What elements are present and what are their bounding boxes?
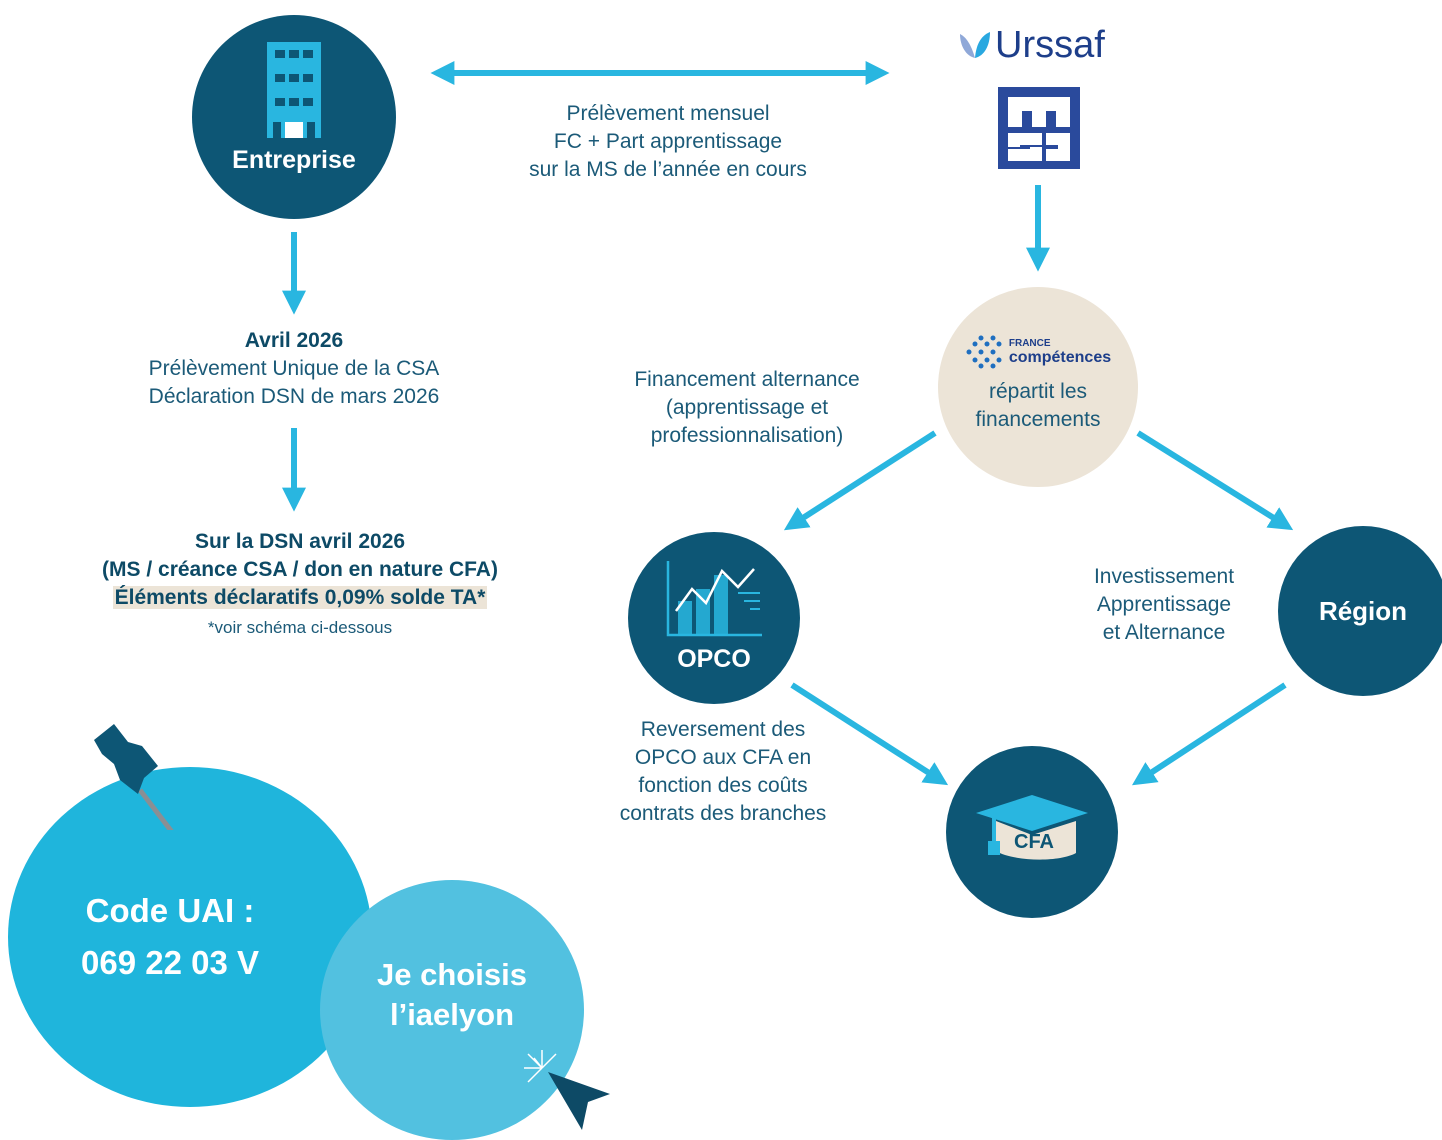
- chart-icon: [666, 560, 762, 636]
- msa-monogram-icon: [1008, 97, 1070, 161]
- avril-title: Avril 2026: [244, 329, 344, 352]
- financement-label: Financement alternance (apprentissage et…: [634, 368, 860, 447]
- arrow-fc-region: [1136, 430, 1294, 531]
- urssaf-wordmark: Urssaf: [995, 24, 1105, 66]
- region-node: Région: [1278, 526, 1442, 696]
- investissement-label: Investissement Apprentissage et Alternan…: [1093, 565, 1235, 644]
- entreprise-label: Entreprise: [232, 145, 356, 174]
- arrow-fc-opco: [783, 430, 937, 531]
- avril-label: Avril 2026 Prélèvement Unique de la CSA …: [94, 327, 494, 411]
- dsn-note: *voir schéma ci-dessous: [207, 618, 393, 637]
- france-text: FRANCE: [1008, 338, 1051, 349]
- dsn-label: Sur la DSN avril 2026 (MS / créance CSA …: [40, 528, 560, 642]
- dsn-highlight: Éléments déclaratifs 0,09% solde TA*: [112, 586, 488, 609]
- entreprise-node: Entreprise: [192, 15, 396, 219]
- graduation-cap-icon: CFA: [972, 791, 1092, 867]
- pushpin-icon: [94, 724, 174, 830]
- opco-label: OPCO: [677, 644, 751, 673]
- building-icon: [267, 41, 321, 138]
- arrow-opco-cfa: [790, 682, 949, 786]
- arrow-region-cfa: [1131, 682, 1287, 786]
- uai-code: 069 22 03 V: [81, 944, 259, 981]
- france-competences-logo: FRANCE compétences: [965, 334, 1111, 370]
- france-competences-node: FRANCE compétences répartit les financem…: [938, 287, 1138, 487]
- prelevement-label: Prélèvement mensuel FC + Part apprentiss…: [529, 102, 807, 181]
- click-cursor-icon: [524, 1050, 610, 1130]
- urssaf-leaf-icon: [960, 32, 990, 58]
- cfa-node: CFA: [946, 746, 1118, 918]
- dots-icon: [966, 335, 1002, 369]
- reversement-label: Reversement des OPCO aux CFA en fonction…: [619, 718, 827, 825]
- choose-iaelyon-button[interactable]: Je choisis l’iaelyon: [320, 880, 584, 1140]
- competences-text: compétences: [1008, 349, 1112, 366]
- msa-logo: msa: [998, 87, 1080, 169]
- urssaf-logo: Urssaf: [958, 25, 1105, 65]
- uai-label: Code UAI :: [85, 892, 255, 929]
- uai-circle: Code UAI : 069 22 03 V: [8, 767, 372, 1107]
- opco-node: OPCO: [628, 532, 800, 704]
- cfa-label: CFA: [1014, 831, 1054, 853]
- region-label: Région: [1318, 595, 1408, 626]
